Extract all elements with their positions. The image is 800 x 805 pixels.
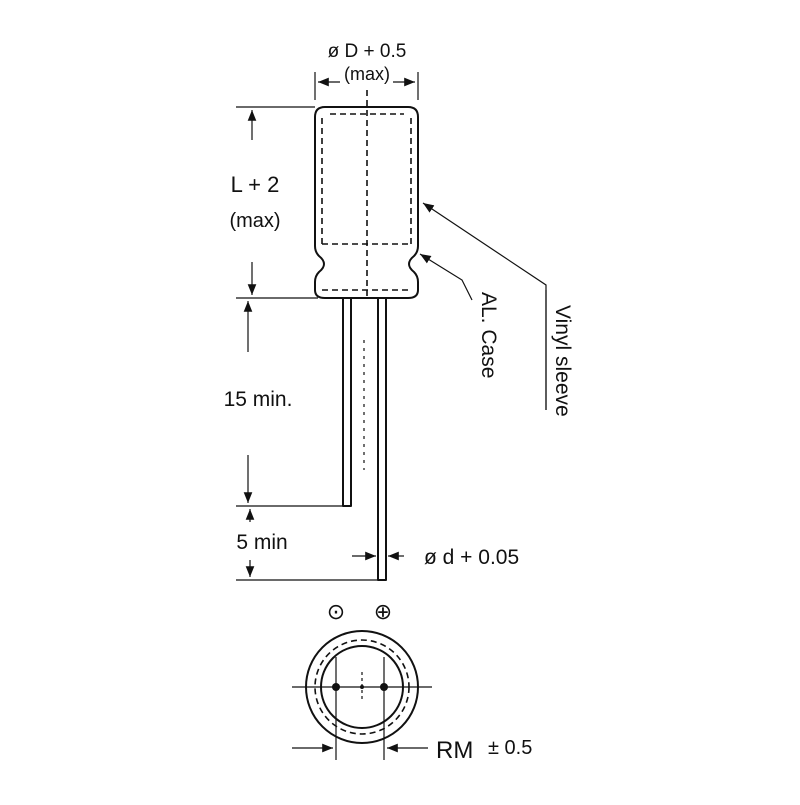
callout-leaders <box>419 202 547 410</box>
diameter-top-label: ø D + 0.5 <box>328 41 407 62</box>
lead-diameter-label: ø d + 0.05 <box>424 546 519 569</box>
capacitor-leads <box>342 297 387 581</box>
diameter-top-max-label: (max) <box>344 64 390 84</box>
vinyl-sleeve-label: Vinyl sleeve <box>551 305 574 417</box>
lead-length-label: 15 min. <box>224 388 293 411</box>
pitch-rm-label: RM <box>436 737 473 764</box>
length-label: L + 2 <box>231 172 280 197</box>
top-diameter-dimension: ø D + 0.5 (max) <box>314 41 419 100</box>
positive-symbol-icon: ⊕ <box>374 599 392 624</box>
left-dimensions: L + 2 (max) 15 min. 5 min <box>224 106 380 581</box>
bottom-view <box>292 630 432 760</box>
lead-diameter-dimension: ø d + 0.05 <box>352 546 519 569</box>
negative-symbol-icon: ⊙ <box>327 599 345 624</box>
pitch-tolerance-label: ± 0.5 <box>488 737 532 759</box>
pitch-dimension: RM ± 0.5 <box>292 737 532 764</box>
capacitor-body <box>314 106 419 299</box>
al-case-label: AL. Case <box>477 292 500 378</box>
lead-offset-label: 5 min <box>236 531 287 554</box>
length-max-label: (max) <box>229 210 280 232</box>
